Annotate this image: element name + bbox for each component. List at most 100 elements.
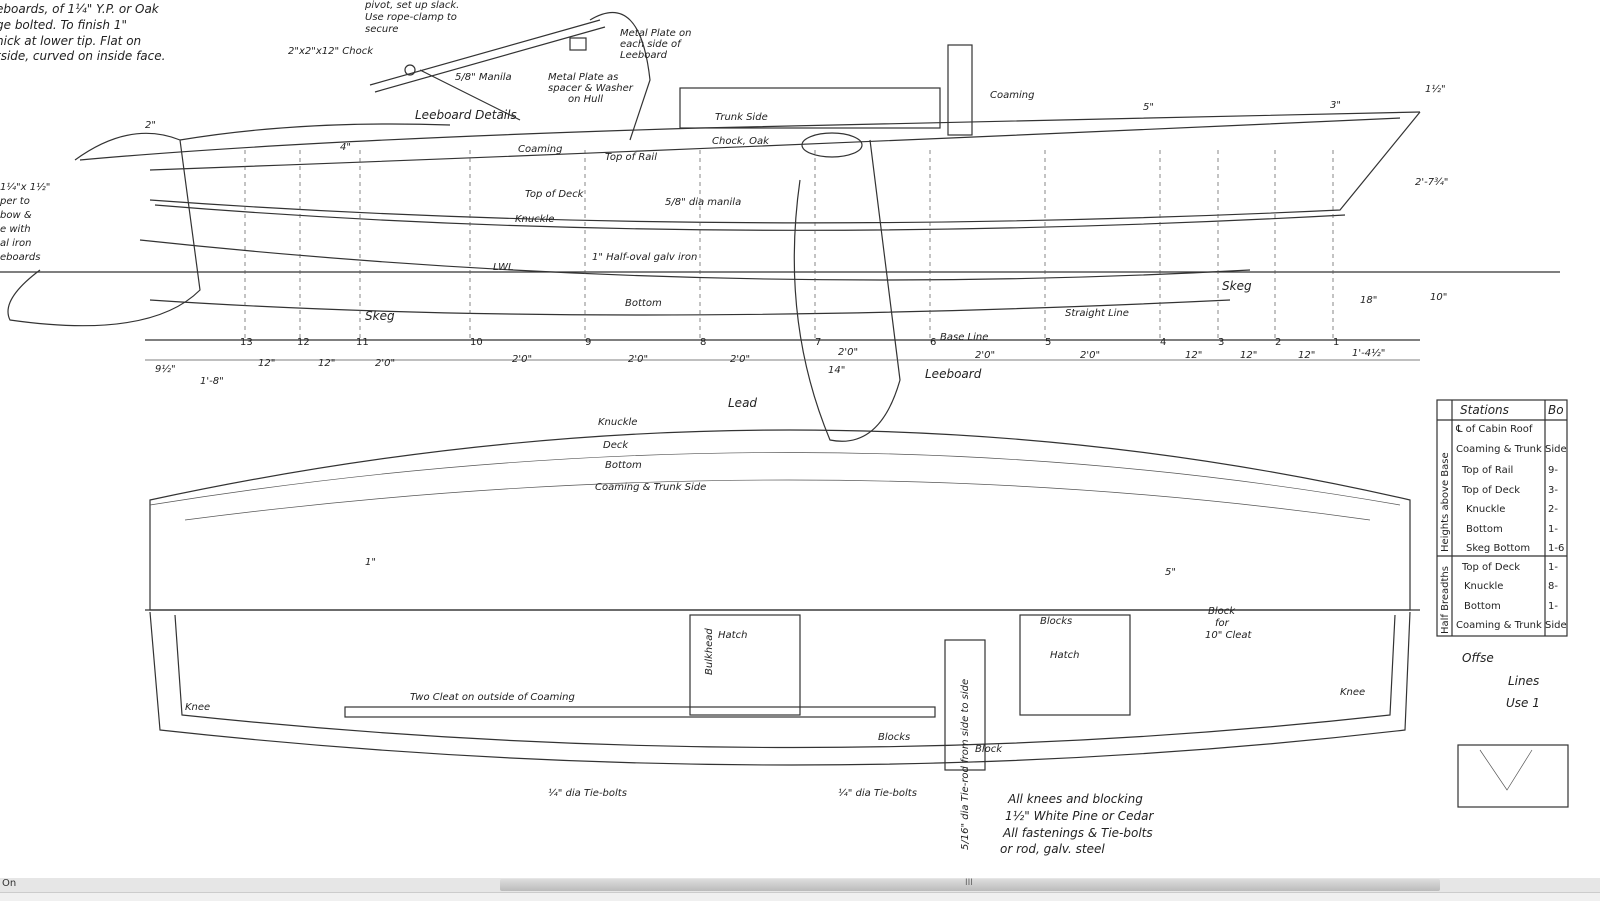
svg-text:Skeg: Skeg: [365, 309, 395, 323]
svg-text:1-: 1-: [1548, 524, 1558, 535]
svg-text:¼" dia Tie-bolts: ¼" dia Tie-bolts: [548, 787, 627, 799]
svg-text:5/8" Manila: 5/8" Manila: [455, 72, 512, 83]
svg-text:7: 7: [815, 337, 821, 348]
svg-text:12": 12": [1185, 350, 1202, 361]
svg-text:2'0": 2'0": [512, 354, 532, 365]
svg-text:℄ of Cabin Roof: ℄ of Cabin Roof: [1455, 424, 1533, 435]
svg-text:8-: 8-: [1548, 581, 1558, 592]
svg-text:Knuckle: Knuckle: [1464, 581, 1503, 592]
svg-text:2": 2": [145, 120, 156, 131]
scroll-grip-icon: III: [965, 878, 973, 888]
scrollbar-thumb[interactable]: III: [500, 878, 1440, 891]
boat-plan-drawing: eboards, of 1¼" Y.P. or Oak ge bolted. T…: [0, 0, 1569, 856]
svg-text:Knuckle: Knuckle: [515, 214, 554, 225]
svg-text:2'0": 2'0": [1080, 350, 1100, 361]
svg-text:Bo: Bo: [1548, 403, 1564, 417]
svg-text:Hatch: Hatch: [1050, 650, 1079, 661]
svg-text:18": 18": [1360, 295, 1377, 306]
svg-text:12": 12": [1298, 350, 1315, 361]
svg-text:Base Line: Base Line: [940, 332, 988, 343]
svg-text:Two Cleat on outside of Coamin: Two Cleat on outside of Coaming: [410, 692, 575, 703]
station-spacings: 9½" 1'-8" 12" 12" 2'0" 2'0" 2'0" 2'0" 2'…: [155, 347, 1385, 387]
svg-text:14": 14": [828, 365, 845, 376]
svg-text:9½": 9½": [155, 363, 176, 375]
svg-text:e with: e with: [0, 224, 31, 235]
svg-text:Leeboard: Leeboard: [925, 367, 982, 381]
svg-text:Block: Block: [1208, 606, 1236, 617]
svg-text:LWL: LWL: [493, 262, 514, 273]
svg-text:Blocks: Blocks: [878, 732, 910, 743]
svg-text:Blocks: Blocks: [1040, 616, 1072, 627]
svg-text:1¼"x 1½": 1¼"x 1½": [0, 181, 50, 193]
svg-text:1'-8": 1'-8": [200, 376, 224, 387]
svg-text:Use rope-clamp to: Use rope-clamp to: [365, 12, 457, 23]
svg-text:eboards, of 1¼" Y.P. or Oak: eboards, of 1¼" Y.P. or Oak: [0, 2, 160, 16]
svg-text:hick at lower tip. Flat on: hick at lower tip. Flat on: [0, 34, 141, 48]
offset-table-text: Stations Bo Heights above Base Half Brea…: [1440, 403, 1567, 634]
svg-text:10": 10": [1430, 292, 1447, 303]
svg-text:1-: 1-: [1548, 601, 1558, 612]
svg-text:Bottom: Bottom: [1466, 524, 1503, 535]
svg-text:for: for: [1215, 618, 1230, 629]
svg-text:each side of: each side of: [620, 39, 682, 50]
svg-text:Coaming: Coaming: [518, 144, 562, 155]
svg-text:Leeboard Details: Leeboard Details: [415, 108, 517, 122]
svg-text:8: 8: [700, 337, 706, 348]
svg-text:11: 11: [356, 337, 369, 348]
hull-profile: [0, 44, 1560, 442]
svg-text:All fastenings & Tie-bolts: All fastenings & Tie-bolts: [1002, 826, 1153, 840]
svg-text:Use 1: Use 1: [1506, 696, 1540, 710]
svg-text:¼" dia Tie-bolts: ¼" dia Tie-bolts: [838, 787, 917, 799]
svg-text:Lead: Lead: [728, 396, 757, 410]
station-numbers: 13 12 11 10 9 8 7 6 5 4 3 2 1: [240, 337, 1339, 348]
svg-text:2'0": 2'0": [838, 347, 858, 358]
svg-text:Top of Deck: Top of Deck: [525, 189, 585, 200]
svg-text:4": 4": [340, 142, 351, 153]
svg-text:Metal Plate on: Metal Plate on: [620, 28, 691, 39]
svg-text:1-: 1-: [1548, 562, 1558, 573]
svg-text:Heights above Base: Heights above Base: [1440, 452, 1451, 552]
svg-text:bow &: bow &: [0, 210, 32, 221]
svg-text:All knees and blocking: All knees and blocking: [1007, 792, 1143, 806]
svg-text:1'-4½": 1'-4½": [1352, 347, 1385, 359]
svg-text:Bottom: Bottom: [1464, 601, 1501, 612]
svg-text:12: 12: [297, 337, 310, 348]
svg-text:2'-7¾": 2'-7¾": [1415, 177, 1448, 188]
horizontal-scrollbar[interactable]: On III: [0, 878, 1600, 892]
svg-text:Bottom: Bottom: [605, 460, 642, 471]
svg-text:Coaming & Trunk Side: Coaming & Trunk Side: [1456, 444, 1567, 455]
svg-text:Knee: Knee: [185, 702, 210, 713]
svg-text:Bulkhead: Bulkhead: [704, 628, 715, 675]
svg-text:Chock, Oak: Chock, Oak: [712, 136, 770, 147]
svg-text:spacer & Washer: spacer & Washer: [548, 83, 634, 94]
svg-text:12": 12": [318, 358, 335, 369]
svg-text:2: 2: [1275, 337, 1281, 348]
svg-text:Top of Rail: Top of Rail: [605, 152, 657, 163]
svg-text:2'0": 2'0": [730, 354, 750, 365]
svg-text:Skeg Bottom: Skeg Bottom: [1466, 543, 1530, 554]
svg-text:Trunk Side: Trunk Side: [715, 112, 768, 123]
svg-text:9: 9: [585, 337, 591, 348]
svg-text:3: 3: [1218, 337, 1224, 348]
leeboard-detail: [369, 11, 651, 141]
svg-text:Half Breadths: Half Breadths: [1440, 566, 1451, 634]
svg-text:Skeg: Skeg: [1222, 279, 1252, 293]
plan-labels: Knuckle Deck Bottom Coaming & Trunk Side…: [185, 417, 1365, 850]
svg-text:al iron: al iron: [0, 238, 31, 249]
svg-text:Top of Deck: Top of Deck: [1461, 485, 1520, 496]
svg-text:12": 12": [258, 358, 275, 369]
svg-text:Coaming & Trunk Side: Coaming & Trunk Side: [595, 482, 706, 493]
svg-text:2'0": 2'0": [375, 358, 395, 369]
svg-text:2'0": 2'0": [975, 350, 995, 361]
svg-text:5/8" dia manila: 5/8" dia manila: [665, 197, 741, 208]
svg-text:Coaming: Coaming: [990, 90, 1034, 101]
svg-text:5": 5": [1143, 102, 1154, 113]
svg-text:Deck: Deck: [603, 440, 629, 451]
svg-text:Offse: Offse: [1462, 651, 1494, 665]
hull-plan: [145, 429, 1420, 771]
zoom-label: On: [2, 878, 17, 889]
svg-text:12": 12": [1240, 350, 1257, 361]
svg-text:2-: 2-: [1548, 504, 1558, 515]
svg-text:Top of Rail: Top of Rail: [1461, 465, 1513, 476]
svg-text:2'0": 2'0": [628, 354, 648, 365]
